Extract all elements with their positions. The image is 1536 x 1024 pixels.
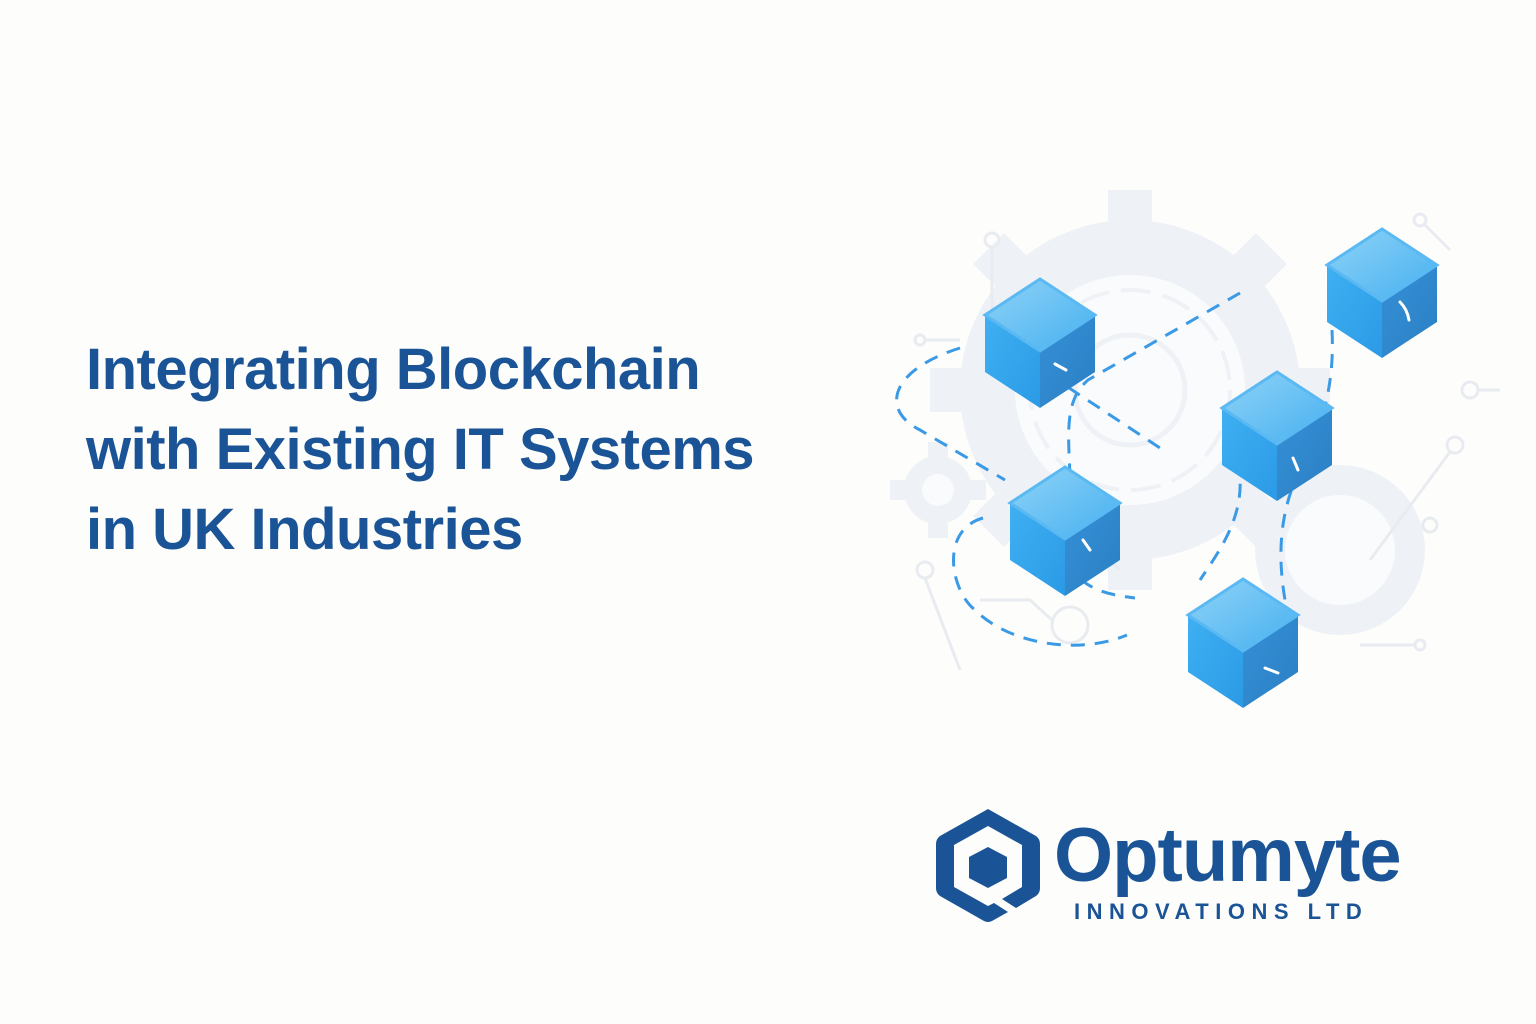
hexagon-logo-icon — [936, 809, 1040, 922]
title-line-2: with Existing IT Systems — [86, 417, 755, 482]
logo-subtitle: INNOVATIONS LTD — [1074, 899, 1369, 924]
company-logo: Optumyte INNOVATIONS LTD — [932, 805, 1432, 935]
logo-name: Optumyte — [1054, 813, 1402, 898]
block-cube-2 — [1325, 227, 1439, 360]
blockchain-illustration — [880, 190, 1520, 730]
title-line-1: Integrating Blockchain — [86, 337, 701, 402]
page-title: Integrating Blockchain with Existing IT … — [86, 330, 906, 570]
title-line-3: in UK Industries — [86, 497, 523, 562]
